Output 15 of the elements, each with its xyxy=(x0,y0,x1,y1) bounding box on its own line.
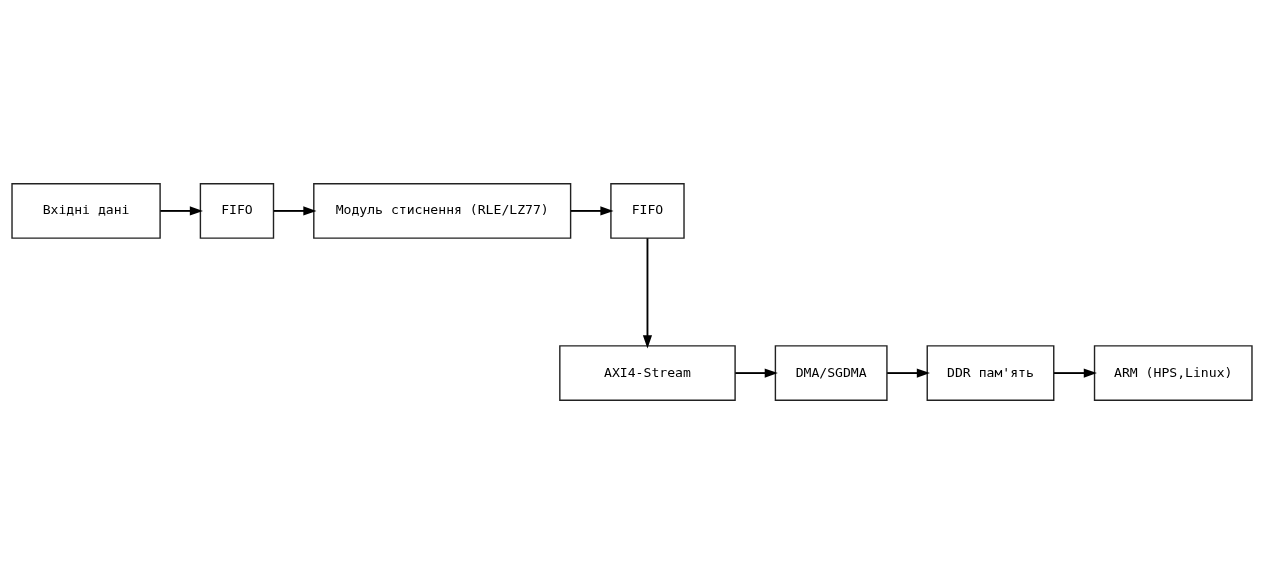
node-box: AXI4-Stream xyxy=(559,345,736,401)
node-box: ARM (HPS,Linux) xyxy=(1093,345,1253,401)
node-box: FIFO xyxy=(199,183,275,239)
arrow xyxy=(272,206,317,216)
arrow xyxy=(569,206,614,216)
node-box: FIFO xyxy=(610,183,685,239)
arrow xyxy=(1053,368,1097,378)
node-box: Модуль стиснення (RLE/LZ77) xyxy=(313,183,572,239)
arrow xyxy=(886,368,930,378)
node-box: DDR пам'ять xyxy=(926,345,1055,401)
arrow xyxy=(642,237,653,349)
node-box: DMA/SGDMA xyxy=(774,345,888,401)
arrow xyxy=(734,368,778,378)
node-box: Вхідні дані xyxy=(11,183,161,239)
arrow xyxy=(159,206,203,216)
